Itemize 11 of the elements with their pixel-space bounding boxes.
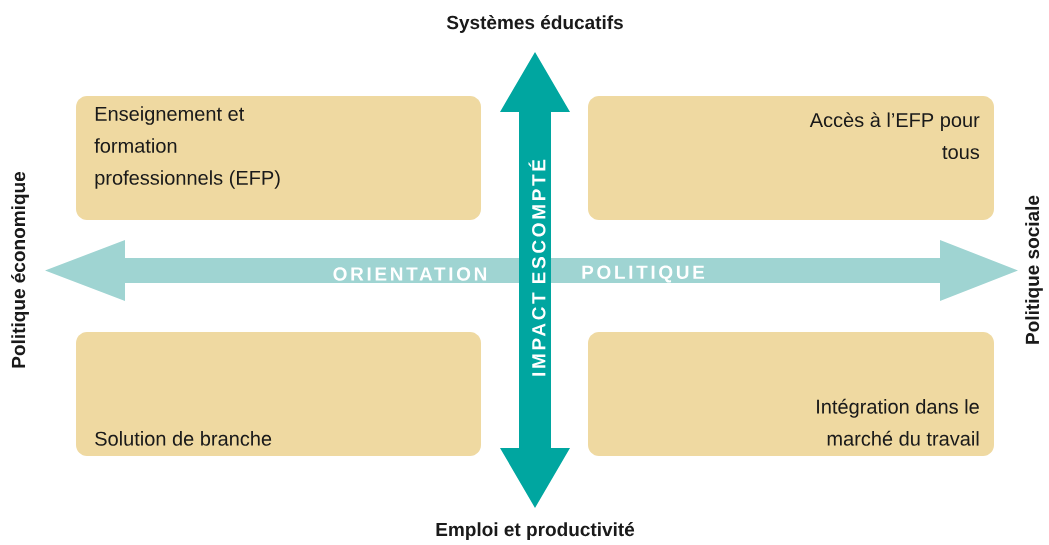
text-box: Intégration dans le marché du travail: [588, 332, 994, 456]
axis-label: Politique économique: [11, 171, 29, 368]
arrow-label: IMPACT ESCOMPTÉ: [528, 159, 546, 376]
arrow-label: POLITIQUE: [582, 265, 705, 283]
text-box: Enseignement et formation professionnels (EFP): [76, 96, 481, 220]
axis-label: Systèmes éducatifs: [446, 15, 623, 33]
arrow-label: ORIENTATION: [333, 267, 487, 281]
text-box: Solution de branche: [76, 332, 481, 456]
axis-label: Emploi et productivité: [436, 522, 635, 540]
text-box: Accès à l’EFP pour tous: [588, 96, 994, 220]
axis-label: Politique sociale: [1025, 195, 1043, 344]
